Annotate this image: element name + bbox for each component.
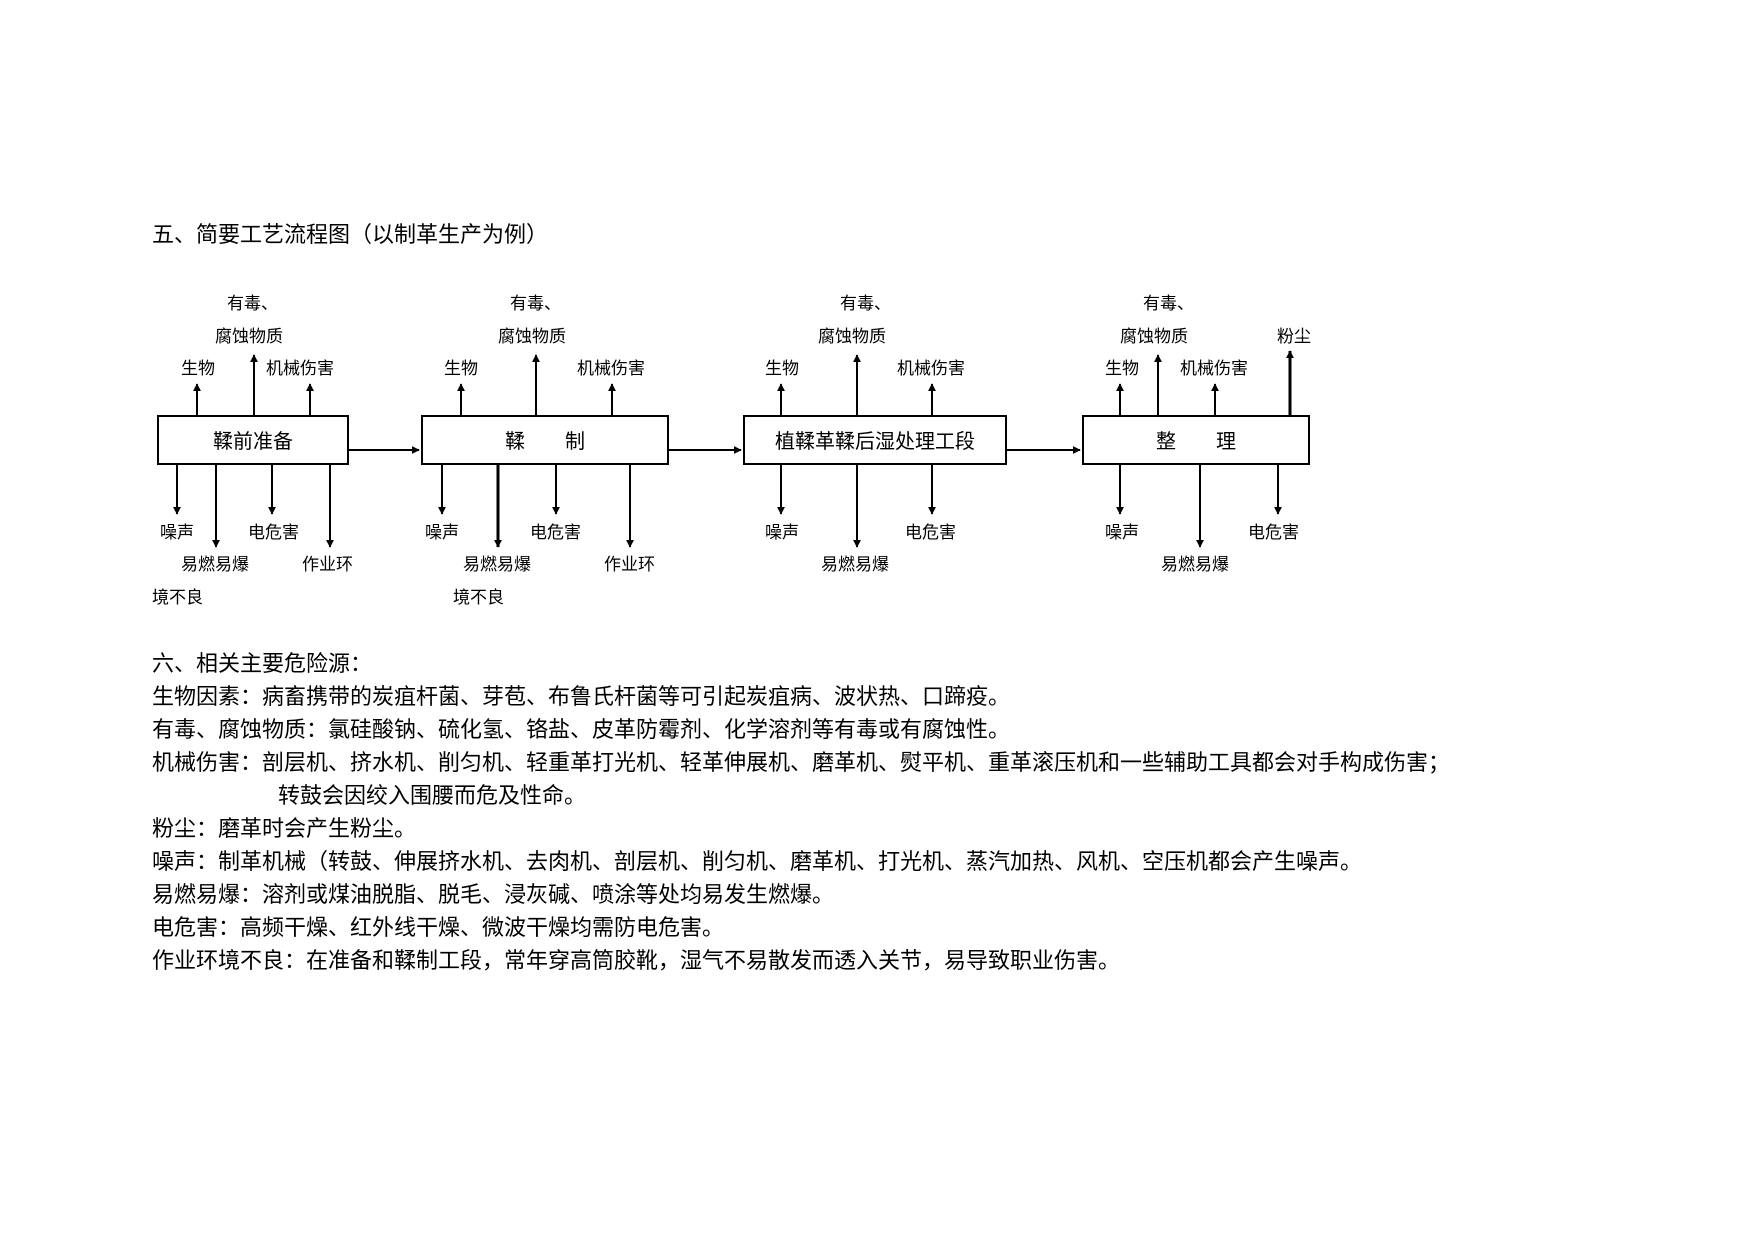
hazard-label-work-env-2: 境不良 [152, 588, 203, 608]
hazard-label-biological: 生物 [444, 359, 478, 379]
stage-label: 植鞣革鞣后湿处理工段 [775, 429, 975, 453]
hazard-label-flammable: 易燃易爆 [1161, 555, 1229, 575]
hazard-item-label: 机械伤害： [152, 751, 263, 776]
hazard-label-toxic-1: 有毒、 [1143, 294, 1194, 314]
stage-box [421, 415, 669, 465]
hazard-item-text: 氯硅酸钠、硫化氢、铬盐、皮革防霉剂、化学溶剂等有毒或有腐蚀性。 [328, 718, 1011, 743]
hazard-label-biological: 生物 [181, 359, 215, 379]
hazard-item-label: 生物因素： [152, 685, 263, 710]
hazard-sources-section: 六、相关主要危险源： 生物因素：病畜携带的炭疽杆菌、芽苞、布鲁氏杆菌等可引起炭疽… [152, 648, 1732, 978]
hazard-label-flammable: 易燃易爆 [181, 555, 249, 575]
hazard-label-toxic-2: 腐蚀物质 [498, 327, 566, 347]
hazard-label-work-env-1: 作业环 [604, 555, 655, 575]
hazard-label-toxic-2: 腐蚀物质 [1120, 327, 1188, 347]
hazard-item-text: 溶剂或煤油脱脂、脱毛、浸灰碱、喷涂等处均易发生燃爆。 [262, 883, 835, 908]
hazard-label-mechanical: 机械伤害 [266, 359, 334, 379]
hazard-label-mechanical: 机械伤害 [1180, 359, 1248, 379]
hazard-label-mechanical: 机械伤害 [897, 359, 965, 379]
stage-label: 鞣 制 [505, 429, 585, 453]
stage-tanning: 鞣 制 生物 有毒、 腐蚀物质 机械伤害 噪声 易燃易爆 电危害 作业环 境不良 [421, 294, 669, 608]
hazard-label-toxic-1: 有毒、 [227, 294, 278, 314]
hazard-label-toxic-2: 腐蚀物质 [215, 327, 283, 347]
stage-label: 鞣前准备 [213, 429, 293, 453]
hazard-label-toxic-1: 有毒、 [510, 294, 561, 314]
hazard-item-label: 噪声： [152, 850, 219, 875]
hazard-label-work-env-2: 境不良 [453, 588, 504, 608]
hazard-label-flammable: 易燃易爆 [821, 555, 889, 575]
hazard-label-noise: 噪声 [1105, 523, 1139, 543]
hazard-sources-title: 六、相关主要危险源： [152, 652, 373, 677]
hazard-item-label: 作业环境不良： [152, 949, 307, 974]
hazard-item-text: 制革机械（转鼓、伸展挤水机、去肉机、剖层机、削匀机、磨革机、打光机、蒸汽加热、风… [218, 850, 1363, 875]
hazard-item-text: 在准备和鞣制工段，常年穿高筒胶靴，湿气不易散发而透入关节，易导致职业伤害。 [306, 949, 1121, 974]
hazard-item-mechanical-continuation: 转鼓会因绞入围腰而危及性命。 [278, 784, 587, 809]
hazard-label-noise: 噪声 [425, 523, 459, 543]
hazard-item-label: 粉尘： [152, 817, 219, 842]
hazard-item-text: 剖层机、挤水机、削匀机、轻重革打光机、轻革伸展机、磨革机、熨平机、重革滚压机和一… [262, 751, 1451, 776]
hazard-item-work-environment: 作业环境不良：在准备和鞣制工段，常年穿高筒胶靴，湿气不易散发而透入关节，易导致职… [152, 945, 1732, 978]
hazard-item-electric: 电危害：高频干燥、红外线干燥、微波干燥均需防电危害。 [152, 912, 1732, 945]
hazard-label-dust: 粉尘 [1277, 327, 1311, 347]
hazard-label-biological: 生物 [765, 359, 799, 379]
section-title-flowchart: 五、简要工艺流程图（以制革生产为例） [152, 223, 549, 248]
hazard-item-toxic: 有毒、腐蚀物质：氯硅酸钠、硫化氢、铬盐、皮革防霉剂、化学溶剂等有毒或有腐蚀性。 [152, 714, 1732, 747]
hazard-label-work-env-1: 作业环 [302, 555, 353, 575]
hazard-label-mechanical: 机械伤害 [577, 359, 645, 379]
stage-label: 整 理 [1156, 429, 1236, 453]
hazard-item-mechanical: 机械伤害：剖层机、挤水机、削匀机、轻重革打光机、轻革伸展机、磨革机、熨平机、重革… [152, 747, 1732, 780]
hazard-item-text: 高频干燥、红外线干燥、微波干燥均需防电危害。 [240, 916, 725, 941]
hazard-label-noise: 噪声 [160, 523, 194, 543]
hazard-item-biological: 生物因素：病畜携带的炭疽杆菌、芽苞、布鲁氏杆菌等可引起炭疽病、波状热、口蹄疫。 [152, 681, 1732, 714]
hazard-label-noise: 噪声 [765, 523, 799, 543]
stage-box [743, 415, 1007, 465]
hazard-item-text: 病畜携带的炭疽杆菌、芽苞、布鲁氏杆菌等可引起炭疽病、波状热、口蹄疫。 [262, 685, 1011, 710]
hazard-label-electric: 电危害 [248, 523, 299, 543]
hazard-label-electric: 电危害 [905, 523, 956, 543]
hazard-label-electric: 电危害 [530, 523, 581, 543]
hazard-item-label: 易燃易爆： [152, 883, 263, 908]
hazard-item-flammable: 易燃易爆：溶剂或煤油脱脂、脱毛、浸灰碱、喷涂等处均易发生燃爆。 [152, 879, 1732, 912]
hazard-label-toxic-2: 腐蚀物质 [818, 327, 886, 347]
hazard-item-text: 磨革时会产生粉尘。 [218, 817, 417, 842]
hazard-label-electric: 电危害 [1248, 523, 1299, 543]
hazard-label-biological: 生物 [1105, 359, 1139, 379]
stage-box [1082, 415, 1310, 465]
stage-pre-tanning: 鞣前准备 生物 有毒、 腐蚀物质 机械伤害 噪声 易燃易爆 电危害 作业环 境不… [152, 294, 353, 608]
hazard-label-flammable: 易燃易爆 [463, 555, 531, 575]
hazard-item-noise: 噪声：制革机械（转鼓、伸展挤水机、去肉机、剖层机、削匀机、磨革机、打光机、蒸汽加… [152, 846, 1732, 879]
hazard-label-toxic-1: 有毒、 [840, 294, 891, 314]
hazard-item-dust: 粉尘：磨革时会产生粉尘。 [152, 813, 1732, 846]
hazard-item-label: 电危害： [152, 916, 241, 941]
hazard-item-label: 有毒、腐蚀物质： [152, 718, 329, 743]
stage-finishing: 整 理 生物 有毒、 腐蚀物质 机械伤害 粉尘 噪声 易燃易爆 电危害 [1082, 294, 1311, 575]
stage-vegetable-tanned-wet-processing: 植鞣革鞣后湿处理工段 生物 有毒、 腐蚀物质 机械伤害 噪声 易燃易爆 电危害 [743, 294, 1007, 575]
